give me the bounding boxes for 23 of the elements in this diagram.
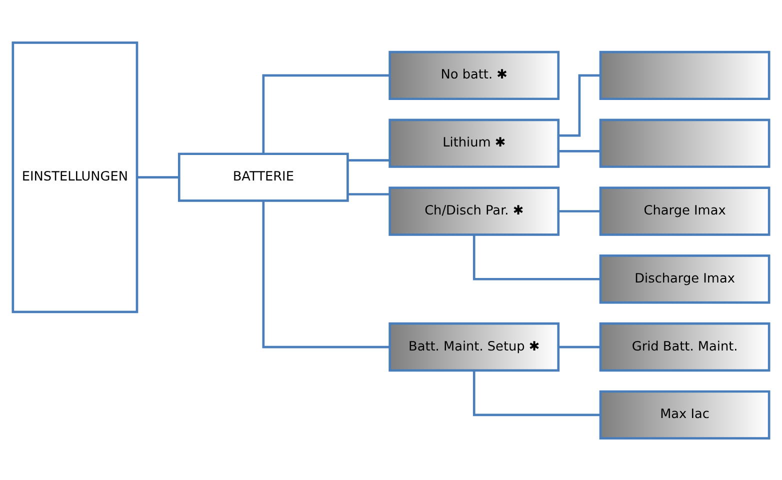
node-box: Charge Imax <box>599 186 770 236</box>
connector <box>558 149 600 152</box>
node-box: Lithium ✱ <box>388 118 560 168</box>
connector <box>348 158 390 161</box>
node-box <box>599 50 770 100</box>
connector <box>558 74 600 136</box>
node-box: EINSTELLUNGEN <box>12 41 138 313</box>
node-box <box>599 118 770 168</box>
connector <box>472 234 600 280</box>
node-box: Grid Batt. Maint. <box>599 322 770 372</box>
connector <box>348 192 390 195</box>
connector <box>558 345 600 348</box>
connector <box>137 176 180 178</box>
connector <box>472 370 600 416</box>
node-box: Discharge Imax <box>599 254 770 304</box>
connector <box>558 210 600 212</box>
node-box: BATTERIE <box>178 152 349 202</box>
connector <box>262 74 390 154</box>
connector <box>262 200 390 348</box>
node-box: Batt. Maint. Setup ✱ <box>388 322 560 372</box>
node-box: Max Iac <box>599 390 770 439</box>
node-box: No batt. ✱ <box>388 50 560 100</box>
node-box: Ch/Disch Par. ✱ <box>388 186 560 236</box>
